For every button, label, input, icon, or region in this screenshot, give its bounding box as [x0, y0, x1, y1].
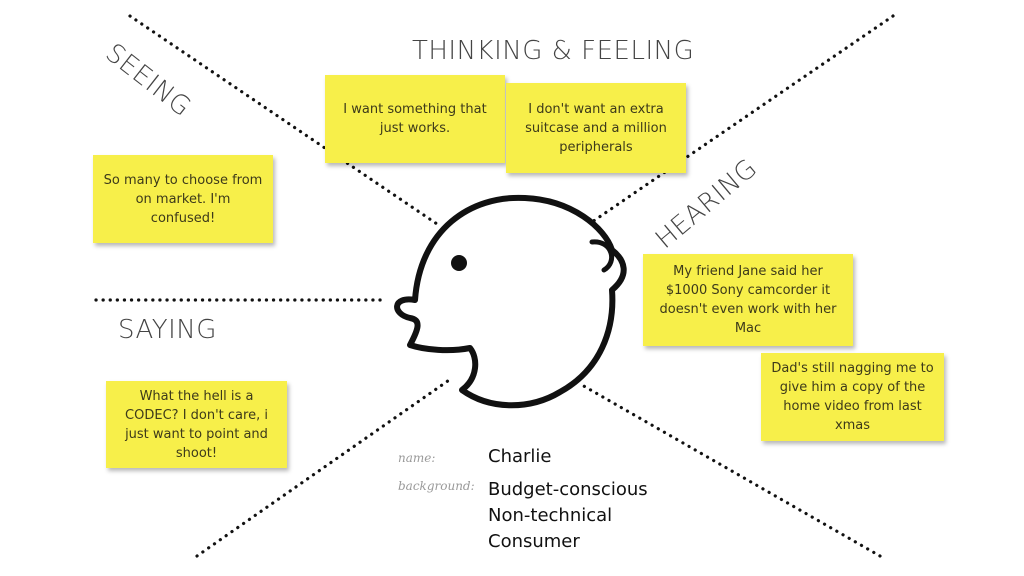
- name-label: name:: [398, 451, 436, 465]
- note-text: I want something that just works.: [343, 102, 487, 136]
- sticky-note-seeing-1: So many to choose from on market. I'm co…: [93, 155, 273, 243]
- divider-top-left: [128, 14, 442, 228]
- divider-top-right: [590, 14, 895, 224]
- background-label: background:: [398, 479, 475, 493]
- background-value-3: Consumer: [488, 531, 580, 552]
- note-text: I don't want an extra suitcase and a mil…: [525, 101, 667, 155]
- note-text: What the hell is a CODEC? I don't care, …: [125, 388, 268, 461]
- saying-label: SAYING: [118, 315, 217, 345]
- sticky-note-thinking-1: I want something that just works.: [325, 75, 505, 163]
- sticky-note-saying-1: What the hell is a CODEC? I don't care, …: [106, 381, 287, 468]
- thinking-feeling-label: THINKING & FEELING: [412, 36, 695, 66]
- note-text: Dad's still nagging me to give him a cop…: [771, 361, 934, 433]
- sticky-note-hearing-2: Dad's still nagging me to give him a cop…: [761, 353, 944, 441]
- note-text: My friend Jane said her $1000 Sony camco…: [659, 264, 837, 336]
- divider-bottom-left: [195, 376, 454, 558]
- divider-bottom-right: [580, 383, 882, 558]
- head-icon: [394, 194, 627, 409]
- sticky-note-thinking-2: I don't want an extra suitcase and a mil…: [506, 83, 686, 173]
- background-value-1: Budget-conscious: [488, 479, 648, 500]
- background-value-2: Non-technical: [488, 505, 613, 526]
- name-value: Charlie: [488, 446, 552, 467]
- sticky-note-hearing-1: My friend Jane said her $1000 Sony camco…: [643, 254, 853, 346]
- note-text: So many to choose from on market. I'm co…: [103, 172, 263, 226]
